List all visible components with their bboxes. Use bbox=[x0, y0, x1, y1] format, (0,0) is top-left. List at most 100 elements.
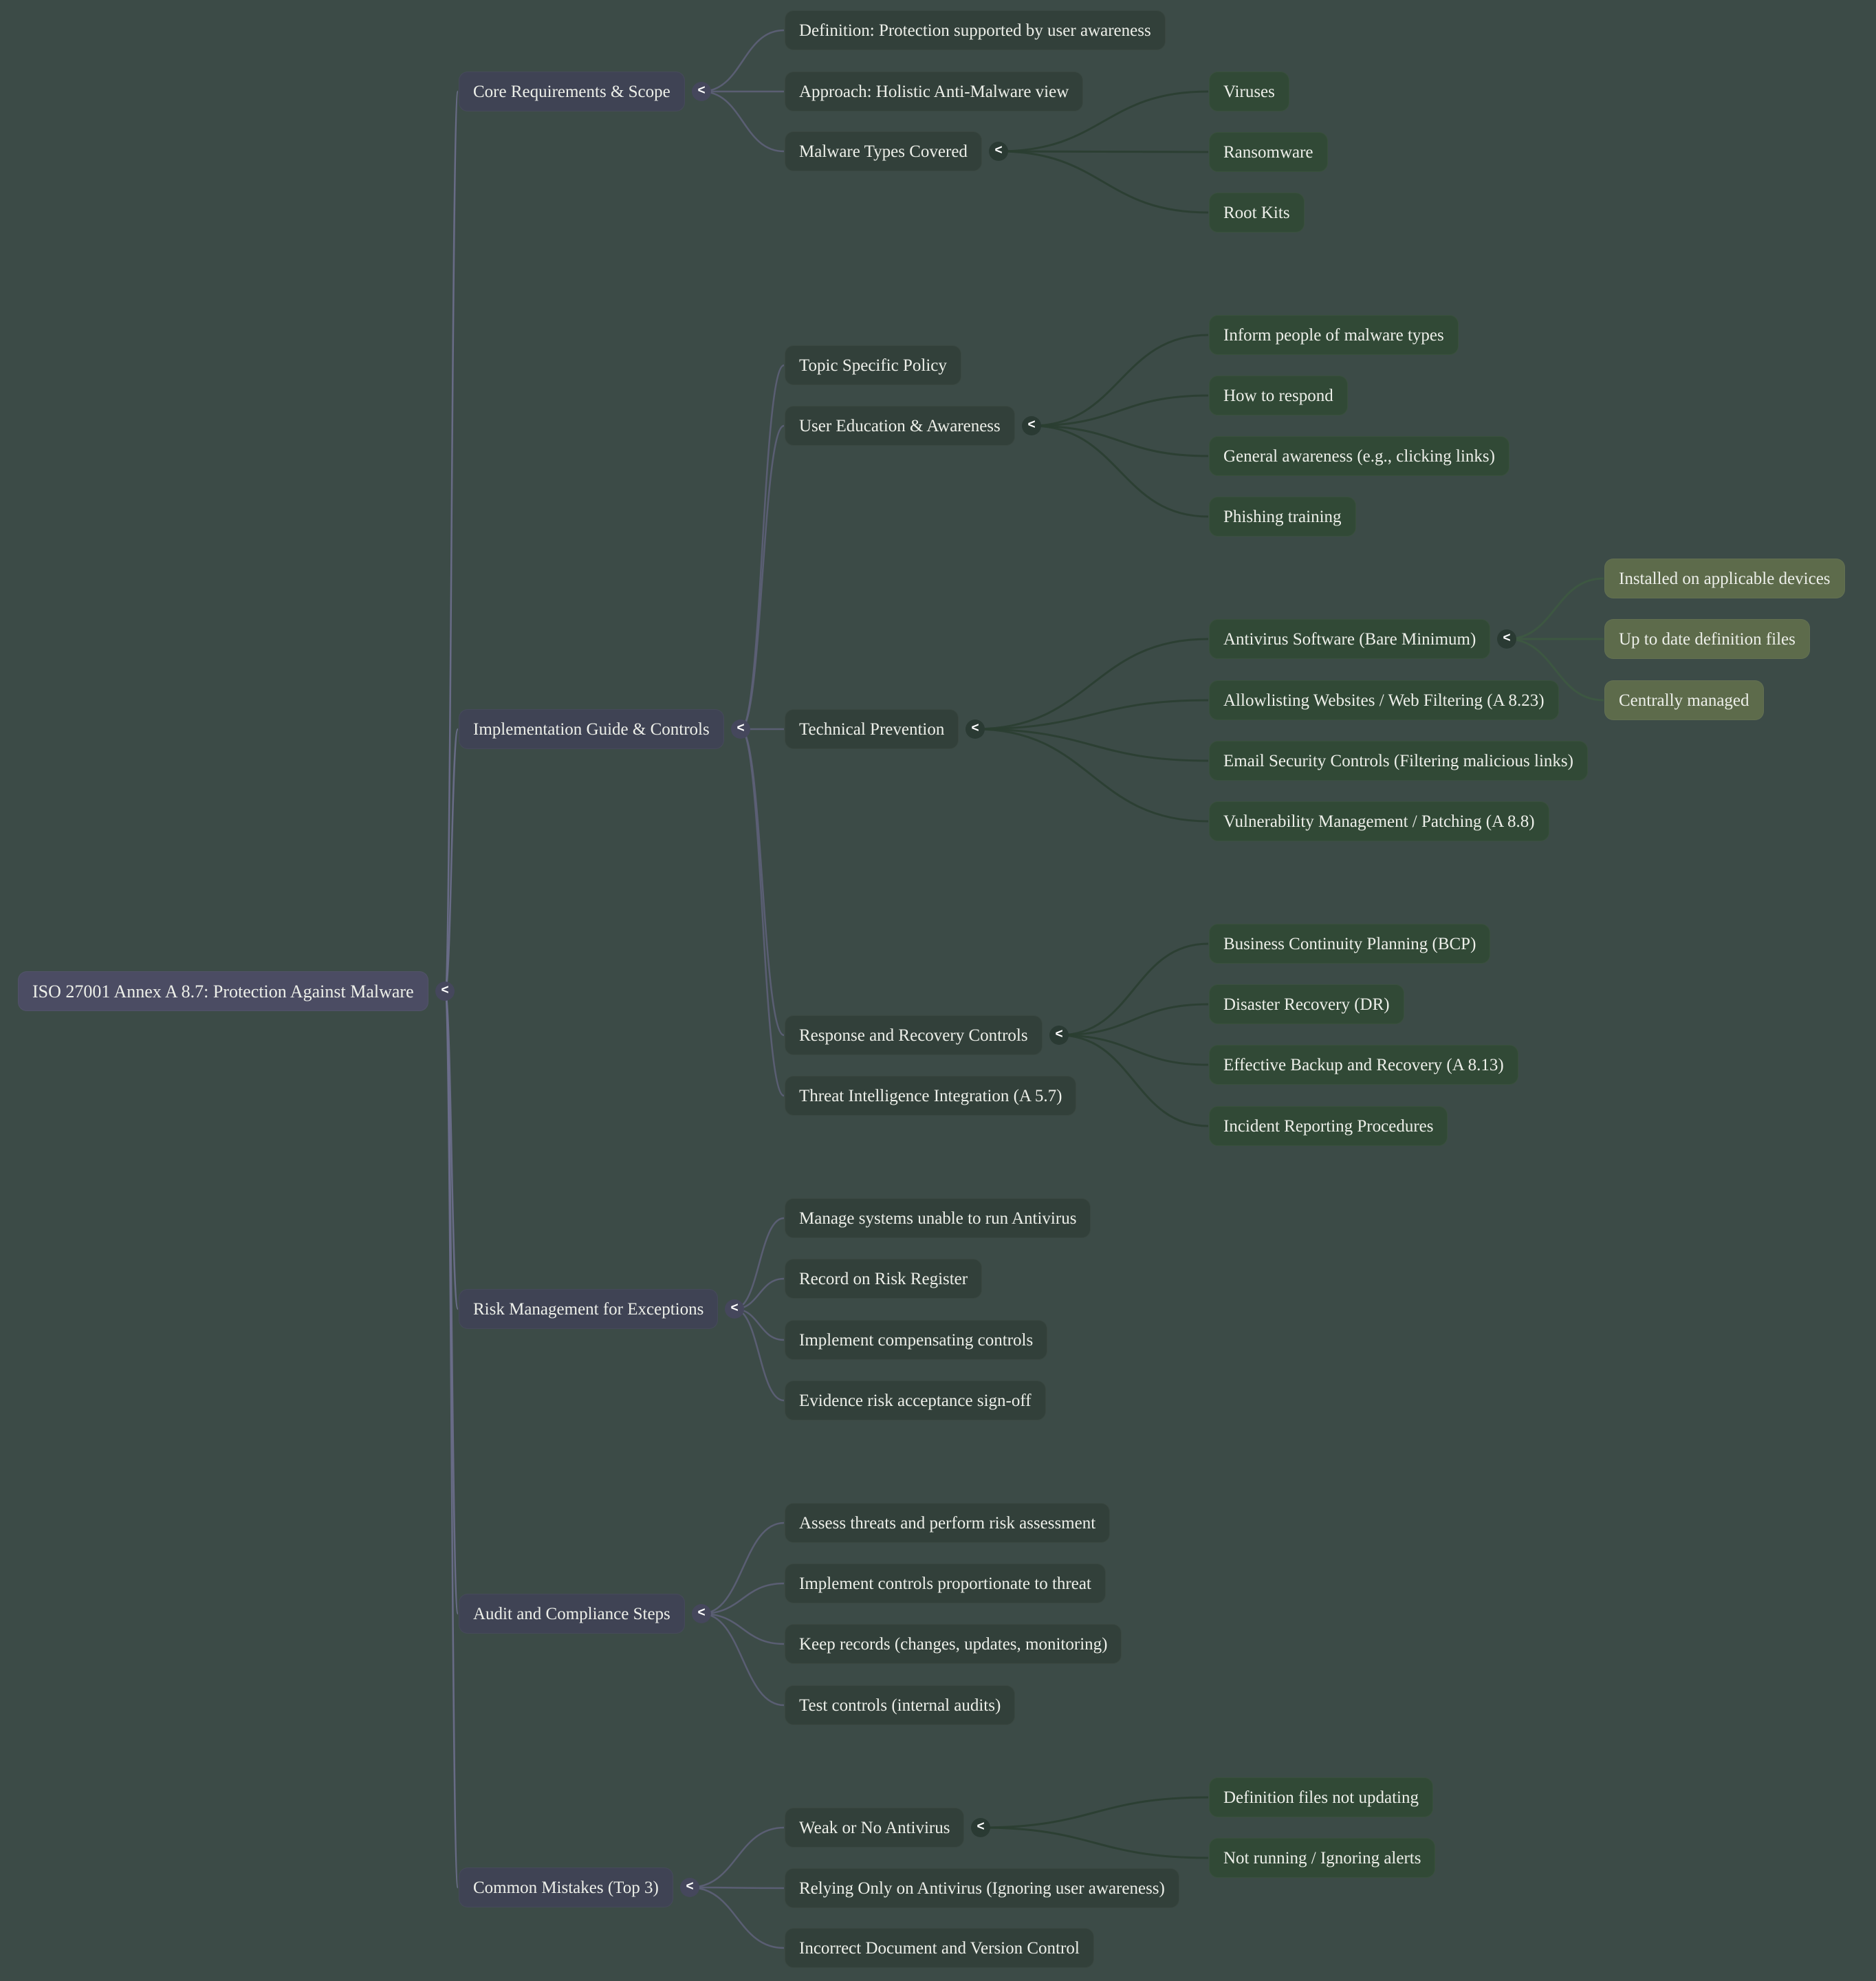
collapse-button-tech-prev[interactable]: < bbox=[966, 719, 985, 739]
node-label: Antivirus Software (Bare Minimum) bbox=[1223, 630, 1476, 649]
edge-risk-sign-off bbox=[734, 1308, 785, 1402]
node-sign-off[interactable]: Evidence risk acceptance sign-off bbox=[785, 1381, 1046, 1420]
node-vuln-mgmt[interactable]: Vulnerability Management / Patching (A 8… bbox=[1209, 801, 1549, 841]
edge-response-bcp bbox=[1058, 942, 1209, 1037]
node-antivirus[interactable]: Antivirus Software (Bare Minimum) bbox=[1209, 619, 1491, 659]
node-label: Record on Risk Register bbox=[799, 1270, 968, 1288]
node-label: Inform people of malware types bbox=[1223, 326, 1444, 345]
node-risk-register[interactable]: Record on Risk Register bbox=[785, 1259, 983, 1299]
node-core[interactable]: Core Requirements & Scope bbox=[459, 72, 685, 111]
edge-malware-types-viruses bbox=[998, 90, 1209, 153]
collapse-button-malware-types[interactable]: < bbox=[989, 142, 1008, 161]
node-email-sec[interactable]: Email Security Controls (Filtering malic… bbox=[1209, 741, 1588, 781]
node-dr[interactable]: Disaster Recovery (DR) bbox=[1209, 984, 1404, 1024]
node-label: Relying Only on Antivirus (Ignoring user… bbox=[799, 1879, 1165, 1898]
node-installed[interactable]: Installed on applicable devices bbox=[1604, 559, 1845, 598]
collapse-button-user-ed[interactable]: < bbox=[1022, 416, 1041, 435]
node-viruses[interactable]: Viruses bbox=[1209, 72, 1289, 111]
node-label: Common Mistakes (Top 3) bbox=[473, 1879, 659, 1897]
node-label: Vulnerability Management / Patching (A 8… bbox=[1223, 812, 1535, 831]
node-backup[interactable]: Effective Backup and Recovery (A 8.13) bbox=[1209, 1045, 1518, 1085]
collapse-button-audit[interactable]: < bbox=[692, 1604, 711, 1623]
node-test-controls[interactable]: Test controls (internal audits) bbox=[785, 1685, 1016, 1725]
node-central[interactable]: Centrally managed bbox=[1604, 680, 1764, 720]
edge-weak-av-def-files bbox=[980, 1796, 1209, 1829]
node-user-ed[interactable]: User Education & Awareness bbox=[785, 406, 1015, 446]
node-label: Response and Recovery Controls bbox=[799, 1026, 1028, 1045]
edge-tech-prev-vuln-mgmt bbox=[974, 728, 1209, 823]
node-label: Weak or No Antivirus bbox=[799, 1819, 950, 1837]
edge-mistakes-relying bbox=[689, 1886, 785, 1890]
node-general[interactable]: General awareness (e.g., clicking links) bbox=[1209, 436, 1509, 476]
edge-malware-types-rootkits bbox=[998, 150, 1209, 214]
node-topic-policy[interactable]: Topic Specific Policy bbox=[785, 345, 961, 385]
node-not-running[interactable]: Not running / Ignoring alerts bbox=[1209, 1838, 1436, 1878]
node-label: Installed on applicable devices bbox=[1619, 570, 1831, 588]
collapse-button-root[interactable]: < bbox=[435, 982, 455, 1001]
node-threat-intel[interactable]: Threat Intelligence Integration (A 5.7) bbox=[785, 1076, 1077, 1116]
node-label: Ransomware bbox=[1223, 143, 1313, 162]
node-rootkits[interactable]: Root Kits bbox=[1209, 193, 1305, 232]
node-proportionate[interactable]: Implement controls proportionate to thre… bbox=[785, 1563, 1106, 1603]
node-manage-sys[interactable]: Manage systems unable to run Antivirus bbox=[785, 1198, 1091, 1238]
chevron-left-icon: < bbox=[737, 721, 745, 735]
chevron-left-icon: < bbox=[697, 83, 706, 98]
node-label: Viruses bbox=[1223, 83, 1275, 101]
node-risk[interactable]: Risk Management for Exceptions bbox=[459, 1289, 719, 1329]
node-relying[interactable]: Relying Only on Antivirus (Ignoring user… bbox=[785, 1868, 1179, 1908]
node-label: Assess threats and perform risk assessme… bbox=[799, 1514, 1096, 1533]
node-label: User Education & Awareness bbox=[799, 417, 1001, 435]
node-label: Definition: Protection supported by user… bbox=[799, 21, 1151, 40]
node-uptodate[interactable]: Up to date definition files bbox=[1604, 619, 1810, 659]
node-label: Definition files not updating bbox=[1223, 1788, 1419, 1807]
collapse-button-core[interactable]: < bbox=[692, 82, 711, 101]
chevron-left-icon: < bbox=[697, 1605, 706, 1620]
collapse-button-response[interactable]: < bbox=[1049, 1026, 1069, 1045]
node-ransomware[interactable]: Ransomware bbox=[1209, 132, 1328, 172]
edge-response-incident bbox=[1058, 1034, 1209, 1127]
collapse-button-impl[interactable]: < bbox=[731, 719, 750, 739]
collapse-button-antivirus[interactable]: < bbox=[1497, 629, 1516, 649]
node-label: Keep records (changes, updates, monitori… bbox=[799, 1635, 1108, 1654]
node-allowlist[interactable]: Allowlisting Websites / Web Filtering (A… bbox=[1209, 680, 1559, 720]
node-response[interactable]: Response and Recovery Controls bbox=[785, 1015, 1043, 1055]
node-doc-control[interactable]: Incorrect Document and Version Control bbox=[785, 1928, 1094, 1968]
node-weak-av[interactable]: Weak or No Antivirus bbox=[785, 1808, 965, 1848]
node-label: Threat Intelligence Integration (A 5.7) bbox=[799, 1087, 1062, 1105]
node-approach[interactable]: Approach: Holistic Anti-Malware view bbox=[785, 72, 1084, 111]
chevron-left-icon: < bbox=[994, 143, 1003, 158]
node-audit[interactable]: Audit and Compliance Steps bbox=[459, 1594, 685, 1634]
edge-antivirus-central bbox=[1506, 638, 1604, 702]
node-root[interactable]: ISO 27001 Annex A 8.7: Protection Agains… bbox=[18, 971, 428, 1011]
edge-tech-prev-allowlist bbox=[974, 699, 1209, 730]
edge-impl-response bbox=[740, 728, 785, 1037]
node-label: Phishing training bbox=[1223, 508, 1342, 526]
node-bcp[interactable]: Business Continuity Planning (BCP) bbox=[1209, 924, 1491, 964]
node-malware-types[interactable]: Malware Types Covered bbox=[785, 131, 982, 171]
node-label: Allowlisting Websites / Web Filtering (A… bbox=[1223, 691, 1545, 710]
chevron-left-icon: < bbox=[971, 721, 979, 735]
node-impl[interactable]: Implementation Guide & Controls bbox=[459, 709, 724, 749]
node-label: Evidence risk acceptance sign-off bbox=[799, 1392, 1032, 1410]
node-phishing[interactable]: Phishing training bbox=[1209, 497, 1356, 537]
edge-audit-keep-records bbox=[701, 1612, 785, 1645]
collapse-button-risk[interactable]: < bbox=[725, 1299, 744, 1319]
node-comp-controls[interactable]: Implement compensating controls bbox=[785, 1320, 1048, 1360]
node-keep-records[interactable]: Keep records (changes, updates, monitori… bbox=[785, 1624, 1122, 1664]
node-mistakes[interactable]: Common Mistakes (Top 3) bbox=[459, 1868, 673, 1907]
edge-tech-prev-email-sec bbox=[974, 728, 1209, 762]
chevron-left-icon: < bbox=[1055, 1027, 1063, 1041]
node-assess[interactable]: Assess threats and perform risk assessme… bbox=[785, 1503, 1111, 1543]
node-tech-prev[interactable]: Technical Prevention bbox=[785, 709, 959, 749]
node-definition[interactable]: Definition: Protection supported by user… bbox=[785, 10, 1166, 50]
collapse-button-mistakes[interactable]: < bbox=[680, 1878, 699, 1897]
node-respond[interactable]: How to respond bbox=[1209, 376, 1348, 415]
collapse-button-weak-av[interactable]: < bbox=[971, 1818, 990, 1837]
node-def-files[interactable]: Definition files not updating bbox=[1209, 1777, 1433, 1817]
node-label: Risk Management for Exceptions bbox=[473, 1300, 704, 1319]
node-label: Effective Backup and Recovery (A 8.13) bbox=[1223, 1056, 1504, 1074]
node-label: General awareness (e.g., clicking links) bbox=[1223, 447, 1495, 466]
node-incident[interactable]: Incident Reporting Procedures bbox=[1209, 1106, 1448, 1146]
node-label: Disaster Recovery (DR) bbox=[1223, 995, 1390, 1014]
node-inform[interactable]: Inform people of malware types bbox=[1209, 315, 1459, 355]
